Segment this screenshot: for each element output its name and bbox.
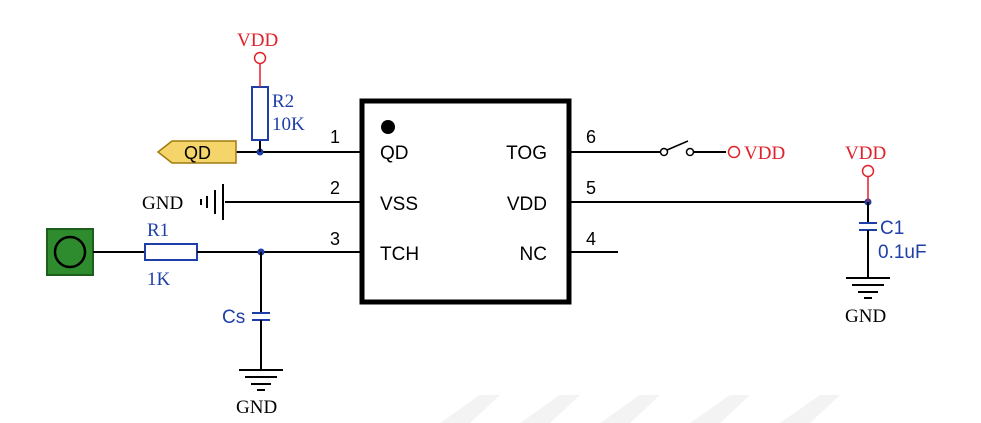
ic-chip: QD VSS TCH TOG VDD NC	[359, 98, 572, 305]
c1-designator: C1	[880, 218, 904, 239]
pin-number-1: 1	[330, 127, 340, 147]
power-vdd-switch-terminal	[727, 145, 741, 159]
resistor-r2	[251, 86, 269, 141]
ground-vss-label: GND	[142, 193, 183, 214]
vss-net: GND	[142, 184, 362, 220]
ground-c1-label: GND	[845, 306, 886, 327]
power-vdd-top-label: VDD	[237, 30, 278, 51]
pin-number-5: 5	[586, 178, 596, 198]
pin-number-4: 4	[586, 229, 596, 249]
port-qd: QD	[156, 140, 237, 164]
watermark	[440, 395, 840, 423]
tog-net: VDD	[569, 140, 785, 164]
tch-net: R1 1K Cs GND	[46, 220, 362, 418]
pin-name-tch: TCH	[380, 244, 419, 265]
r1-value: 1K	[147, 269, 171, 290]
pin-name-qd: QD	[380, 143, 409, 164]
resistor-r1	[144, 243, 198, 261]
pin-name-tog: TOG	[506, 143, 547, 164]
ground-cs-label: GND	[236, 397, 277, 418]
switch-contact	[685, 147, 695, 157]
vdd-net: VDD C1 0.1uF GND	[569, 143, 927, 327]
pin-number-3: 3	[330, 229, 340, 249]
power-vdd-c1-label: VDD	[845, 143, 886, 164]
pin-number-2: 2	[330, 178, 340, 198]
qd-net: VDD R2 10K	[236, 30, 362, 156]
cs-designator: Cs	[222, 307, 245, 328]
port-qd-label: QD	[184, 143, 211, 163]
power-vdd-top-terminal	[253, 51, 267, 65]
c1-value: 0.1uF	[878, 242, 927, 263]
pin-name-vss: VSS	[380, 194, 418, 215]
r2-value: 10K	[272, 114, 305, 135]
touch-pad-ring-icon	[53, 235, 87, 269]
switch-toggle[interactable]	[666, 140, 689, 151]
pin1-marker	[381, 120, 395, 134]
switch-contact	[659, 147, 669, 157]
pin-name-nc: NC	[520, 244, 547, 265]
power-vdd-c1-terminal	[861, 164, 875, 178]
pin-number-6: 6	[586, 127, 596, 147]
power-vdd-switch-label: VDD	[744, 143, 785, 164]
pin-name-vdd: VDD	[507, 194, 547, 215]
r2-designator: R2	[272, 91, 294, 112]
r1-designator: R1	[147, 220, 169, 241]
